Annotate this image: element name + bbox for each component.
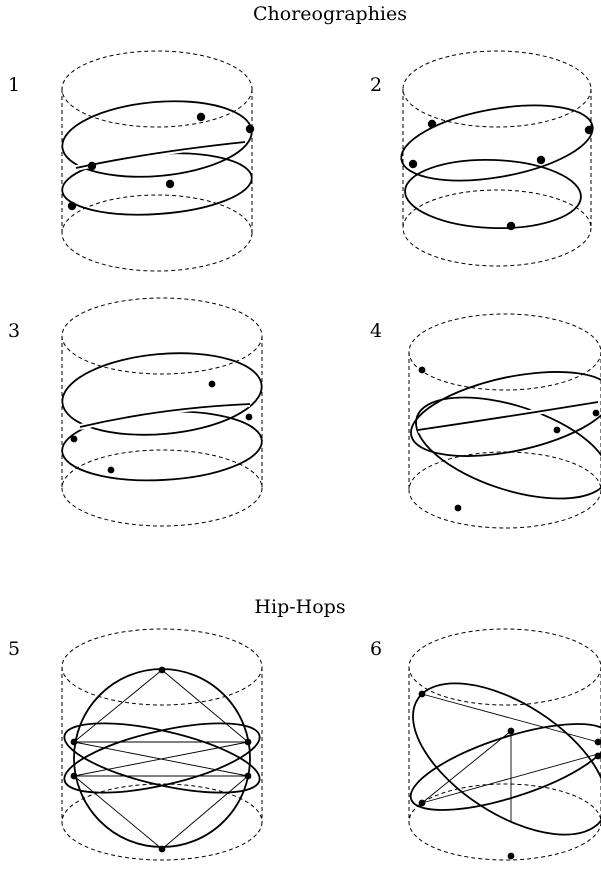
panel-4	[408, 313, 601, 529]
cylinder-4	[408, 313, 601, 529]
bodies-4	[418, 366, 600, 512]
cylinder-1	[61, 50, 253, 272]
orbit-1	[61, 100, 253, 216]
bodies-2	[408, 119, 594, 231]
cylinder-6	[408, 628, 601, 861]
title-choreographies: Choreographies	[253, 3, 407, 25]
panel-label-5: 5	[8, 638, 20, 660]
panel-5	[61, 628, 263, 861]
panel-label-6: 6	[370, 638, 382, 660]
cylinder-3	[61, 297, 263, 527]
orbit-5	[63, 668, 261, 848]
panel-label-1: 1	[8, 74, 20, 96]
orbit-6	[409, 682, 601, 836]
chords-5	[73, 669, 249, 850]
bodies-1	[67, 112, 255, 211]
bodies-5	[70, 666, 252, 853]
cylinder-2	[402, 50, 592, 267]
panel-3	[61, 297, 263, 527]
panel-label-3: 3	[8, 320, 20, 342]
panel-2	[400, 50, 594, 267]
orbit-3	[61, 352, 263, 482]
orbit-4	[410, 371, 601, 500]
cylinder-5	[61, 628, 263, 861]
orbit-2	[400, 104, 594, 230]
panel-label-2: 2	[370, 74, 382, 96]
panel-label-4: 4	[370, 320, 382, 342]
title-hiphops: Hip-Hops	[254, 596, 345, 618]
bodies-6	[418, 690, 601, 860]
panel-1	[61, 50, 255, 272]
chords-6	[421, 693, 599, 821]
bodies-3	[70, 380, 253, 474]
panel-6	[408, 628, 601, 861]
